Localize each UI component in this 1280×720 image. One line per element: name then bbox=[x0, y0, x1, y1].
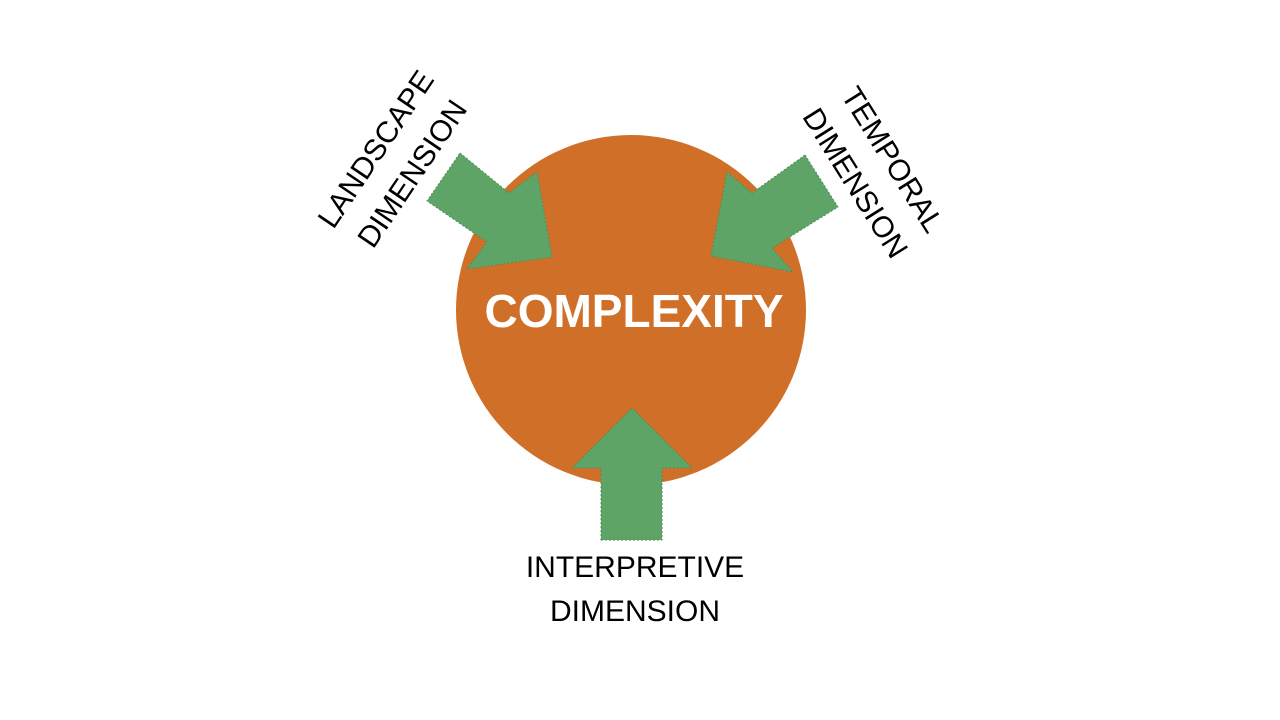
temporal-arrow bbox=[710, 154, 839, 273]
interpretive-arrow bbox=[570, 407, 694, 541]
interpretive-dimension-label: INTERPRETIVE DIMENSION bbox=[526, 546, 744, 634]
landscape-arrow bbox=[426, 152, 553, 270]
complexity-label: COMPLEXITY bbox=[484, 285, 783, 337]
interpretive-line2: DIMENSION bbox=[549, 595, 720, 628]
interpretive-line1: INTERPRETIVE bbox=[525, 551, 745, 584]
